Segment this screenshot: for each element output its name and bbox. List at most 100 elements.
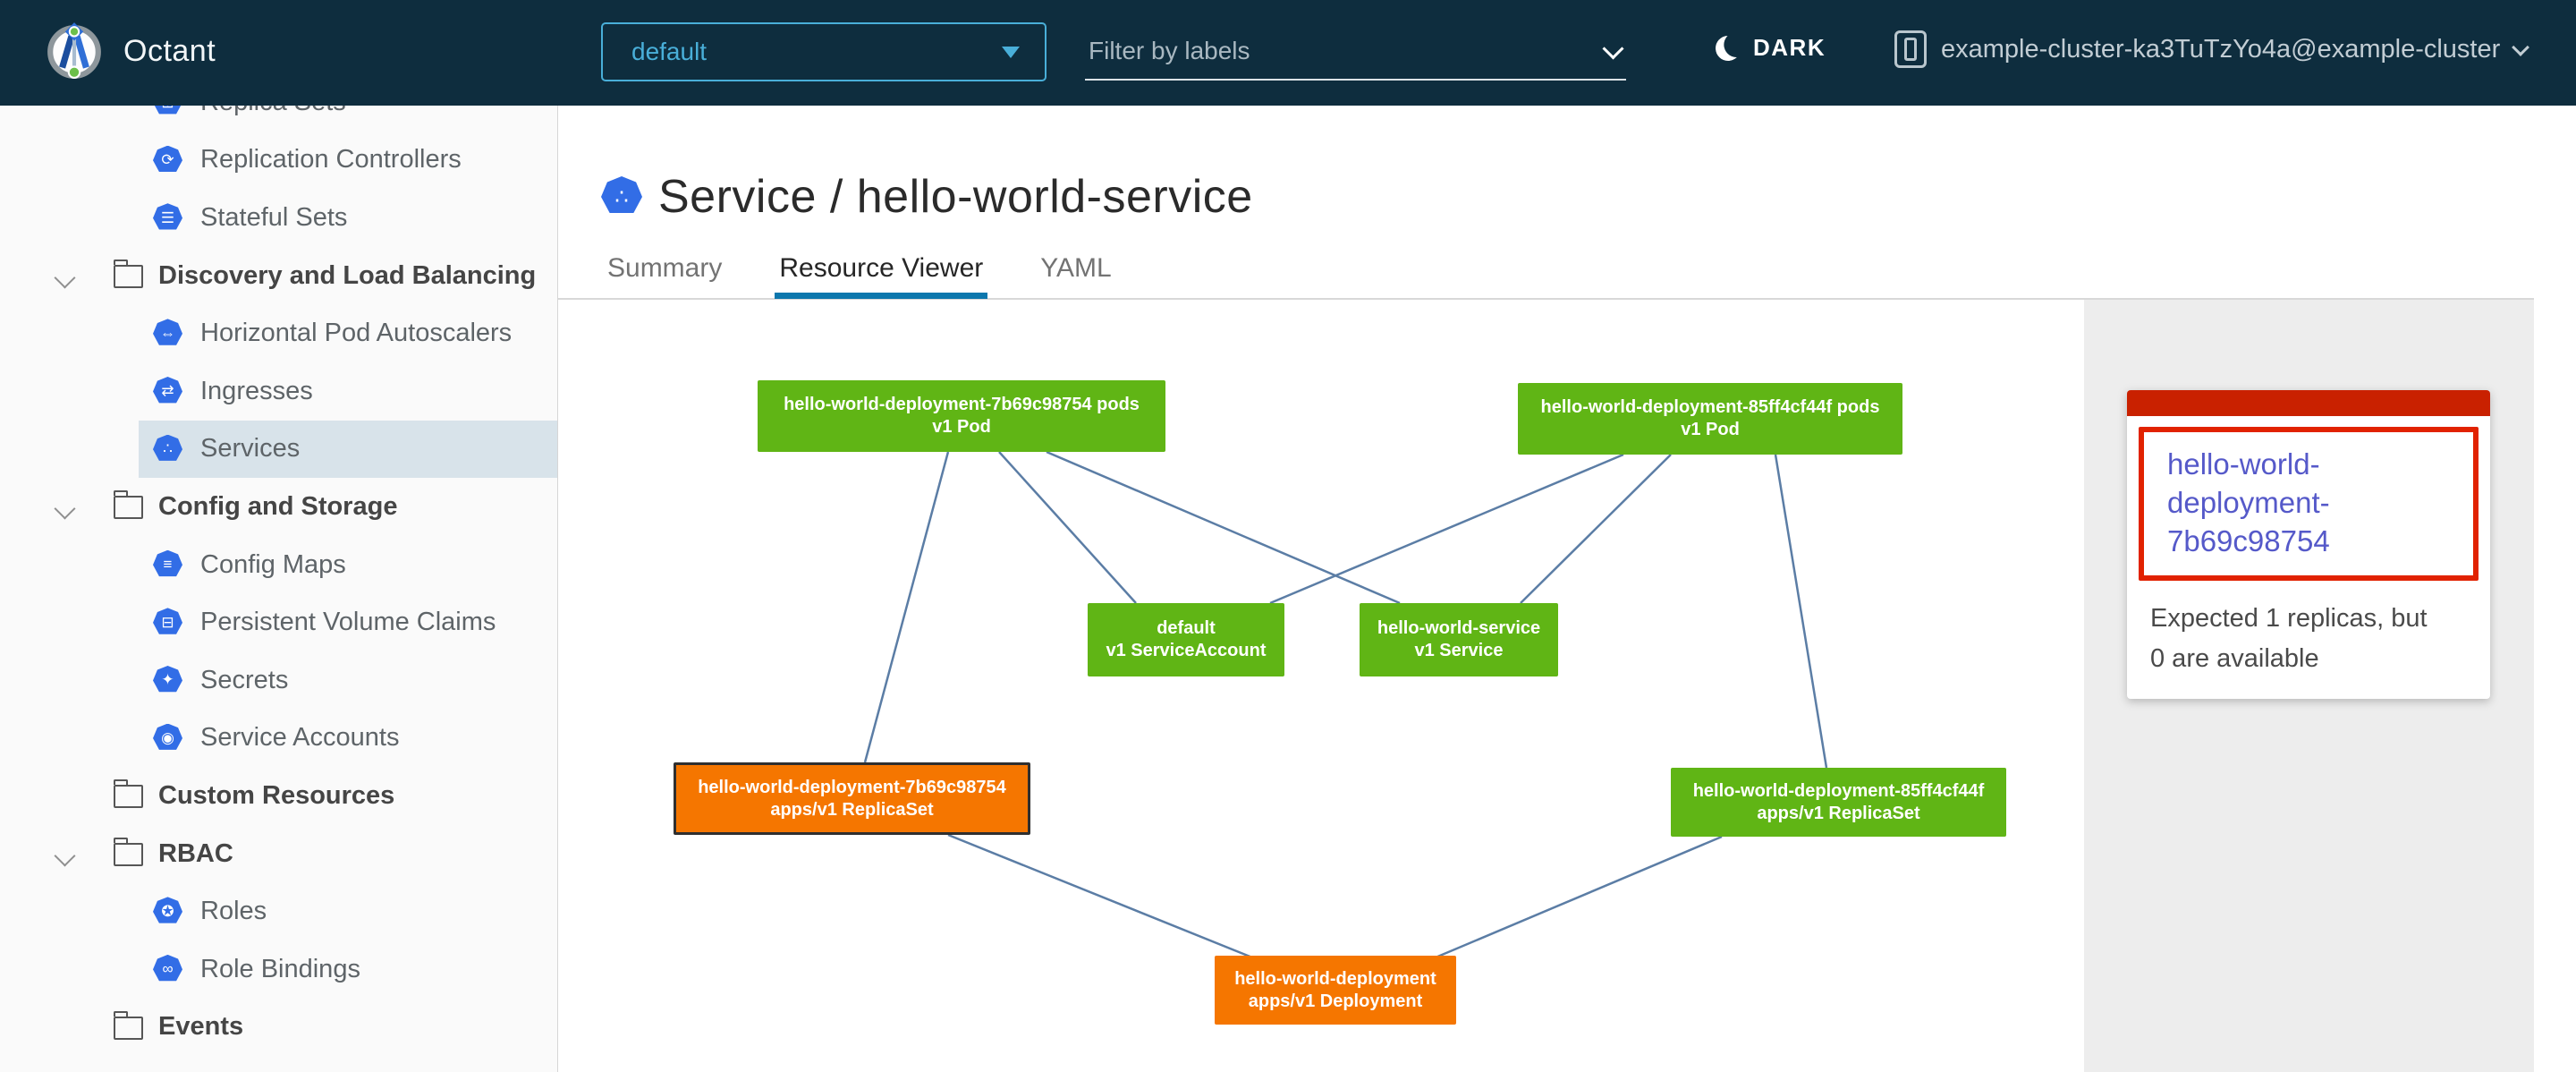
sidebar-label: Role Bindings: [200, 954, 360, 983]
sidebar-label: Services: [200, 434, 301, 464]
node-title: default: [1157, 618, 1216, 638]
label-filter: [1085, 29, 1626, 81]
cluster-switcher[interactable]: example-cluster-ka3TuTzYo4a@example-clus…: [1894, 30, 2530, 68]
ingresses-icon: ⇄: [153, 376, 182, 404]
folder-icon: [113, 259, 143, 288]
sidebar-group-discovery-and-load-balancing[interactable]: Discovery and Load Balancing: [0, 247, 557, 305]
sidebar-label: Config and Storage: [158, 491, 398, 521]
graph-node-service-hello-world[interactable]: hello-world-service v1 Service: [1360, 603, 1558, 676]
sidebar-item-role-bindings[interactable]: ∞ Role Bindings: [0, 940, 557, 999]
sidebar-group-config-and-storage[interactable]: Config and Storage: [0, 478, 557, 536]
sidebar-label: RBAC: [158, 838, 233, 868]
sidebar-item-replica-sets[interactable]: ⊞Replica Sets: [0, 106, 557, 132]
theme-toggle-label: DARK: [1753, 34, 1826, 61]
octant-brand[interactable]: Octant: [45, 21, 216, 81]
alert-status-bar: [2127, 390, 2490, 416]
node-subtitle: apps/v1 ReplicaSet: [1757, 803, 1920, 823]
node-title: hello-world-deployment-7b69c98754 pods: [784, 395, 1140, 414]
sidebar-label: Discovery and Load Balancing: [158, 260, 537, 290]
node-title: hello-world-deployment-7b69c98754: [698, 777, 1006, 797]
sidebar-group-custom-resources[interactable]: Custom Resources: [0, 767, 557, 825]
roles-icon: ✪: [153, 897, 182, 923]
persistent-volume-claims-icon: ⊟: [153, 608, 182, 634]
sidebar-item-horizontal-pod-autoscalers[interactable]: ⇔Horizontal Pod Autoscalers: [0, 304, 557, 362]
sidebar-label: Ingresses: [200, 376, 313, 405]
sidebar-item-services[interactable]: ∴ Services: [0, 420, 557, 479]
node-title: hello-world-deployment: [1234, 968, 1436, 989]
sidebar-label: Roles: [200, 897, 267, 926]
node-subtitle: v1 Pod: [932, 417, 991, 437]
sidebar-item-ingresses[interactable]: ⇄ Ingresses: [0, 362, 557, 421]
stateful-sets-icon: ☰: [153, 203, 182, 230]
node-subtitle: v1 Service: [1414, 641, 1504, 660]
services-icon: ∴: [153, 434, 182, 461]
node-subtitle: v1 ServiceAccount: [1106, 641, 1267, 660]
sidebar-item-roles[interactable]: ✪ Roles: [0, 882, 557, 940]
sidebar-label: Service Accounts: [200, 723, 400, 753]
sidebar-item-stateful-sets[interactable]: ☰ Stateful Sets: [0, 189, 557, 247]
chevron-down-icon: [2512, 38, 2530, 56]
node-subtitle: apps/v1 Deployment: [1248, 991, 1423, 1011]
sidebar-label: Replica Sets: [0, 106, 346, 117]
secrets-icon: ✦: [153, 665, 182, 693]
namespace-value: default: [631, 38, 708, 65]
resource-link-line: 7b69c98754: [2167, 524, 2330, 557]
graph-node-pod-85ff4cf44f[interactable]: hello-world-deployment-85ff4cf44f pods v1…: [1518, 383, 1902, 455]
tab-resource-viewer[interactable]: Resource Viewer: [775, 238, 988, 299]
config-maps-icon: ≡: [153, 549, 182, 577]
app-title: Octant: [123, 33, 216, 68]
sidebar-label: Horizontal Pod Autoscalers: [200, 319, 513, 348]
alert-card: hello-world- deployment- 7b69c98754 Expe…: [2127, 390, 2490, 699]
node-title: hello-world-service: [1377, 618, 1541, 638]
app-header: Octant default DARK example-cluster-ka3T…: [0, 0, 2576, 106]
dropdown-caret-icon: [1002, 46, 1020, 58]
label-filter-input[interactable]: [1085, 29, 1626, 81]
sidebar-item-replication-controllers[interactable]: ⟳ Replication Controllers: [0, 132, 557, 190]
page-title: Service / hello-world-service: [658, 171, 1253, 223]
tab-yaml[interactable]: YAML: [1040, 253, 1112, 283]
folder-icon: [113, 1010, 143, 1040]
sidebar-item-secrets[interactable]: ✦ Secrets: [0, 651, 557, 710]
page-header: ∴ Service / hello-world-service: [601, 170, 1253, 224]
sidebar-item-persistent-volume-claims[interactable]: ⊟ Persistent Volume Claims: [0, 593, 557, 651]
sidebar-label: Replication Controllers: [200, 145, 462, 174]
resource-link-line: deployment-: [2167, 486, 2330, 519]
sidebar-item-config-maps[interactable]: ≡Config Maps: [0, 536, 557, 594]
replica-sets-icon: ⊞: [153, 106, 182, 115]
node-title: hello-world-deployment-85ff4cf44f: [1692, 780, 1985, 801]
resource-link-line: hello-world-: [2167, 447, 2320, 481]
graph-node-serviceaccount-default[interactable]: default v1 ServiceAccount: [1088, 603, 1284, 676]
tab-summary[interactable]: Summary: [607, 253, 723, 283]
alert-message: Expected 1 replicas, but 0 are available: [2150, 604, 2428, 673]
sidebar-label: Events: [158, 1012, 244, 1042]
octant-logo-icon: [47, 22, 101, 79]
service-accounts-icon: ◉: [153, 723, 182, 750]
sidebar-group-events[interactable]: Events: [0, 999, 557, 1057]
node-subtitle: apps/v1 ReplicaSet: [770, 799, 934, 820]
role-bindings-icon: ∞: [153, 954, 182, 982]
sidebar-nav: ⊞Replica Sets ⟳ Replication Controllers ☰ St…: [0, 106, 557, 1056]
sidebar-label: Custom Resources: [158, 780, 395, 810]
sidebar: ⊞Replica Sets ⟳ Replication Controllers ☰ St…: [0, 106, 558, 1072]
replicaset-resource-link[interactable]: hello-world- deployment- 7b69c98754: [2139, 427, 2479, 581]
node-subtitle: v1 Pod: [1681, 420, 1740, 439]
moon-icon: [1713, 33, 1742, 63]
sidebar-label: Stateful Sets: [200, 202, 348, 232]
folder-icon: [113, 779, 143, 809]
sidebar-label: Secrets: [200, 665, 289, 694]
node-title: hello-world-deployment-85ff4cf44f pods: [1540, 397, 1880, 417]
cluster-icon: [1894, 30, 1927, 68]
sidebar-group-rbac[interactable]: RBAC: [0, 825, 557, 883]
graph-node-pod-7b69c98754[interactable]: hello-world-deployment-7b69c98754 pods v1…: [758, 380, 1165, 452]
tabs-divider: [558, 298, 2534, 300]
sidebar-label: Persistent Volume Claims: [200, 608, 496, 637]
sidebar-item-service-accounts[interactable]: ◉ Service Accounts: [0, 710, 557, 768]
folder-icon: [113, 490, 143, 520]
cluster-name: example-cluster-ka3TuTzYo4a@example-clus…: [1941, 34, 2501, 64]
namespace-dropdown[interactable]: default: [601, 22, 1046, 81]
replication-controllers-icon: ⟳: [153, 145, 182, 172]
theme-toggle[interactable]: DARK: [1716, 34, 1826, 62]
